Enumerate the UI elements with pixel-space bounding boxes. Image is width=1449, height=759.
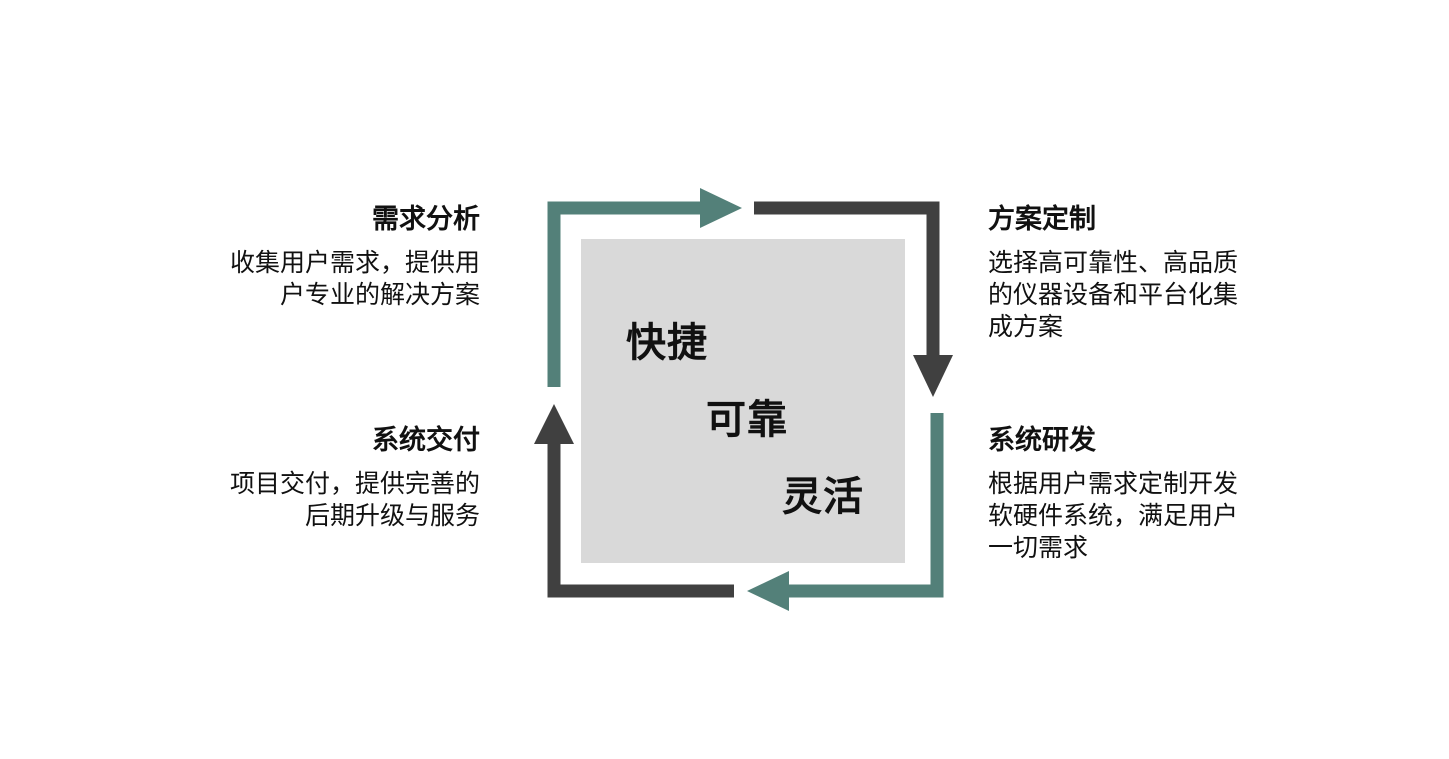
center-box (581, 239, 905, 563)
step-desc-line: 软硬件系统，满足用户 (988, 501, 1239, 530)
center-word-reliable: 可靠 (706, 397, 788, 443)
center-word-flexible: 灵活 (782, 474, 864, 520)
step-desc-line: 收集用户需求，提供用 (229, 248, 480, 277)
step-desc-line: 后期升级与服务 (304, 501, 480, 530)
step-title: 方案定制 (988, 204, 1096, 235)
arrow-top-right (754, 201, 953, 397)
arrow-bottom-right (747, 413, 944, 611)
step-title: 需求分析 (372, 204, 480, 235)
center-word-fast: 快捷 (626, 320, 708, 366)
step-desc-line: 的仪器设备和平台化集 (988, 280, 1239, 309)
step-description: 选择高可靠性、高品质 的仪器设备和平台化集 成方案 (988, 247, 1268, 343)
step-system-development: 系统研发 根据用户需求定制开发 软硬件系统，满足用户 一切需求 (988, 424, 1268, 564)
step-desc-line: 项目交付，提供完善的 (229, 469, 480, 498)
step-title: 系统交付 (372, 425, 480, 456)
step-description: 收集用户需求，提供用 户专业的解决方案 (200, 247, 480, 311)
step-requirement-analysis: 需求分析 收集用户需求，提供用 户专业的解决方案 (200, 203, 480, 311)
arrow-bottom-left (534, 404, 734, 598)
step-desc-line: 一切需求 (988, 533, 1089, 562)
step-desc-line: 成方案 (988, 312, 1064, 341)
arrow-top-left (547, 188, 742, 387)
step-title: 系统研发 (988, 425, 1096, 456)
step-description: 根据用户需求定制开发 软硬件系统，满足用户 一切需求 (988, 468, 1268, 564)
step-description: 项目交付，提供完善的 后期升级与服务 (200, 468, 480, 532)
step-system-delivery: 系统交付 项目交付，提供完善的 后期升级与服务 (200, 424, 480, 532)
step-desc-line: 根据用户需求定制开发 (988, 469, 1239, 498)
step-solution-customization: 方案定制 选择高可靠性、高品质 的仪器设备和平台化集 成方案 (988, 203, 1268, 343)
step-desc-line: 选择高可靠性、高品质 (988, 248, 1239, 277)
step-desc-line: 户专业的解决方案 (279, 280, 480, 309)
